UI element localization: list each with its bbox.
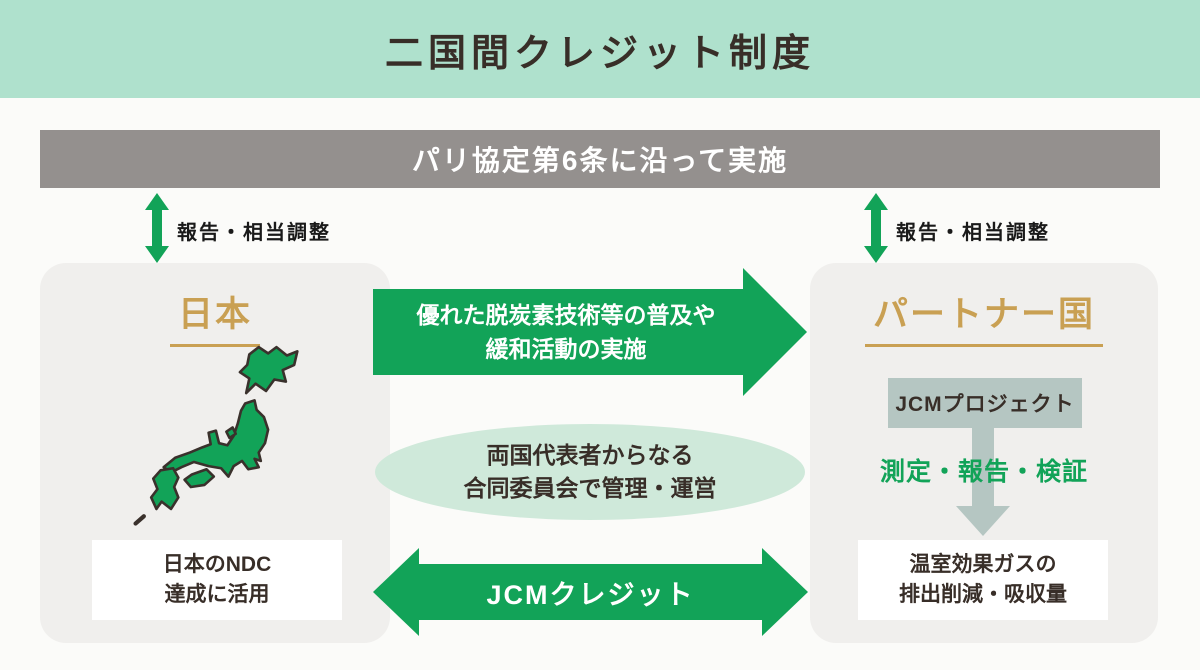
paris-agreement-bar: パリ協定第6条に沿って実施 xyxy=(40,130,1160,188)
ndc-line1: 日本のNDC xyxy=(162,553,272,576)
jcm-project-box: JCMプロジェクト xyxy=(888,378,1082,428)
mrv-arrow-stem xyxy=(972,428,994,508)
arrow-up-head xyxy=(864,193,888,210)
mrv-label: 測定・報告・検証 xyxy=(879,458,1088,486)
tech-transfer-arrow: 優れた脱炭素技術等の普及や 緩和活動の実施 xyxy=(373,268,807,396)
left-report-double-arrow-icon xyxy=(145,193,169,263)
arrow-right-head-icon xyxy=(762,548,808,636)
partner-heading: パートナー国 xyxy=(810,286,1158,347)
right-report-double-arrow-icon xyxy=(864,193,888,263)
arrow-left-head-icon xyxy=(373,548,419,636)
arrow-stem xyxy=(152,209,162,247)
arrow-up-head xyxy=(145,193,169,210)
committee-line2: 合同委員会で管理・運営 xyxy=(463,475,717,501)
arrow-shaft xyxy=(417,564,764,620)
ghg-line1: 温室効果ガスの xyxy=(909,553,1057,576)
committee-line1: 両国代表者からなる xyxy=(486,442,694,468)
arrow-right-head-icon xyxy=(743,268,807,396)
ghg-line2: 排出削減・吸収量 xyxy=(899,583,1067,606)
title-banner: 二国間クレジット制度 xyxy=(0,0,1200,98)
jcm-credit-double-arrow: JCMクレジット xyxy=(373,548,808,636)
paris-agreement-label: パリ協定第6条に沿って実施 xyxy=(411,145,789,176)
arrow-shaft xyxy=(373,289,743,375)
arrow-stem xyxy=(871,209,881,247)
jcm-credit-label: JCMクレジット xyxy=(486,579,695,610)
arrow-down-head xyxy=(864,246,888,263)
tech-transfer-label: 優れた脱炭素技術等の普及や 緩和活動の実施 xyxy=(416,302,716,362)
left-adjustment-label: 報告・相当調整 xyxy=(177,222,331,244)
japan-map-icon xyxy=(133,345,299,526)
japan-heading: 日本 xyxy=(40,286,390,347)
ghg-result-box: 温室効果ガスの 排出削減・吸収量 xyxy=(858,540,1108,620)
right-adjustment-label: 報告・相当調整 xyxy=(896,222,1050,244)
ndc-line2: 達成に活用 xyxy=(164,583,270,606)
japan-ndc-box: 日本のNDC 達成に活用 xyxy=(92,540,342,620)
page-title: 二国間クレジット制度 xyxy=(384,32,815,75)
mrv-arrow-head-icon xyxy=(956,506,1010,536)
joint-committee-ellipse: 両国代表者からなる 合同委員会で管理・運営 xyxy=(375,424,805,520)
arrow-down-head xyxy=(145,246,169,263)
